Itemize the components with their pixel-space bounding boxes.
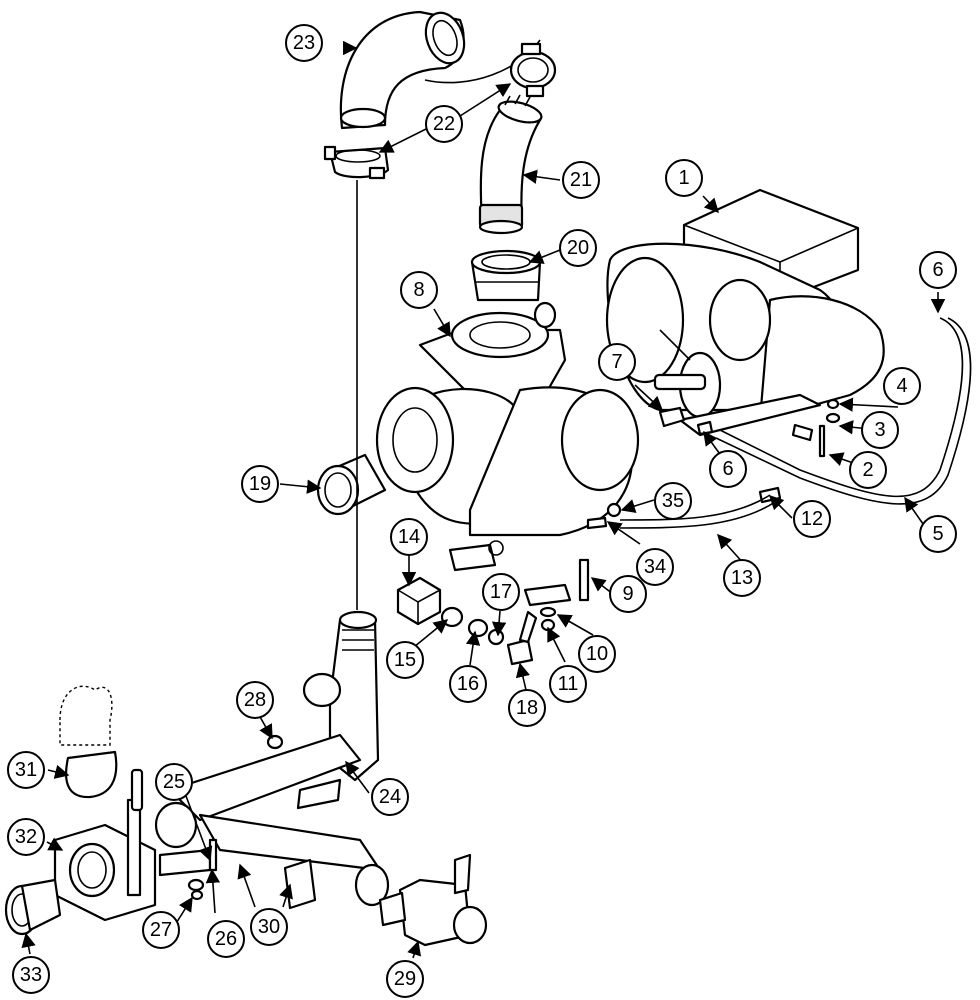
callout-8: 8 [400, 271, 438, 309]
svg-text:34: 34 [644, 556, 666, 578]
callout-2: 2 [849, 451, 887, 489]
callout-33: 33 [12, 956, 50, 994]
pipe-coupler [4, 878, 62, 936]
drain-valve [506, 610, 538, 666]
svg-text:6: 6 [722, 458, 733, 480]
hose-clamp-upper [509, 42, 557, 98]
callout-19: 19 [241, 465, 279, 503]
svg-text:18: 18 [516, 697, 538, 719]
svg-text:19: 19 [249, 473, 271, 495]
svg-text:3: 3 [874, 419, 885, 441]
svg-text:12: 12 [801, 508, 823, 530]
pump-body [375, 301, 640, 607]
callout-25: 25 [155, 763, 193, 801]
callout-24: 24 [371, 778, 409, 816]
callout-34: 34 [636, 548, 674, 586]
svg-text:5: 5 [932, 523, 943, 545]
long-tube [715, 317, 972, 505]
coupling [470, 249, 542, 302]
callout-29: 29 [386, 960, 424, 998]
ball-valve [378, 853, 488, 947]
svg-text:30: 30 [258, 916, 280, 938]
callout-32: 32 [7, 818, 45, 856]
svg-text:24: 24 [379, 786, 401, 808]
svg-text:10: 10 [586, 643, 608, 665]
svg-text:20: 20 [567, 237, 589, 259]
svg-text:4: 4 [896, 375, 907, 397]
pipe-clamp [59, 685, 118, 799]
svg-text:2: 2 [862, 459, 873, 481]
callout-21: 21 [562, 161, 600, 199]
leader-lines [21, 40, 946, 959]
svg-text:7: 7 [611, 351, 622, 373]
svg-text:1: 1 [678, 167, 689, 189]
svg-text:31: 31 [15, 759, 37, 781]
callout-6-center: 6 [709, 450, 747, 488]
callout-26: 26 [207, 920, 245, 958]
svg-text:32: 32 [15, 826, 37, 848]
svg-text:26: 26 [215, 928, 237, 950]
callout-31: 31 [7, 751, 45, 789]
svg-text:9: 9 [622, 583, 633, 605]
callout-35: 35 [654, 482, 692, 520]
svg-text:15: 15 [394, 649, 416, 671]
callout-15: 15 [386, 641, 424, 679]
svg-text:8: 8 [413, 279, 424, 301]
svg-text:27: 27 [150, 919, 172, 941]
bushing-fitting [440, 606, 505, 646]
gate-valve [53, 768, 157, 922]
svg-text:16: 16 [457, 673, 479, 695]
svg-text:22: 22 [433, 113, 455, 135]
pump-inlet-adapter [316, 453, 387, 516]
callout-4: 4 [883, 367, 921, 405]
callout-5: 5 [919, 515, 957, 553]
pipe-block [396, 576, 442, 626]
callout-13: 13 [723, 559, 761, 597]
svg-text:13: 13 [731, 567, 753, 589]
svg-text:23: 23 [293, 32, 315, 54]
callout-3: 3 [861, 411, 899, 449]
svg-text:29: 29 [394, 968, 416, 990]
electric-motor [605, 188, 885, 437]
callout-28: 28 [236, 681, 274, 719]
svg-text:21: 21 [570, 169, 592, 191]
callout-9: 9 [609, 575, 647, 613]
callout-30: 30 [250, 908, 288, 946]
callout-10: 10 [578, 635, 616, 673]
svg-text:17: 17 [490, 581, 512, 603]
svg-text:6: 6 [932, 259, 943, 281]
hose-clamp-lower [323, 145, 390, 180]
svg-text:14: 14 [398, 526, 420, 548]
svg-text:11: 11 [558, 673, 579, 695]
callout-16: 16 [449, 665, 487, 703]
callout-6-right: 6 [919, 251, 957, 289]
callout-14: 14 [390, 518, 428, 556]
svg-text:28: 28 [244, 689, 266, 711]
svg-text:35: 35 [662, 490, 684, 512]
callout-20: 20 [559, 229, 597, 267]
svg-text:25: 25 [163, 771, 185, 793]
callout-18: 18 [508, 689, 546, 727]
drain-hose [619, 494, 776, 529]
callout-17: 17 [482, 573, 520, 611]
upper-elbow-hose [339, 10, 541, 130]
callout-7: 7 [598, 343, 636, 381]
curved-hose [478, 94, 543, 235]
callout-23: 23 [285, 24, 323, 62]
manifold-pipe [154, 733, 390, 910]
callout-11: 11 [549, 665, 587, 703]
callout-12: 12 [793, 500, 831, 538]
callout-22: 22 [425, 105, 463, 143]
svg-text:33: 33 [20, 964, 42, 986]
callout-1: 1 [665, 159, 703, 197]
callout-27: 27 [142, 911, 180, 949]
